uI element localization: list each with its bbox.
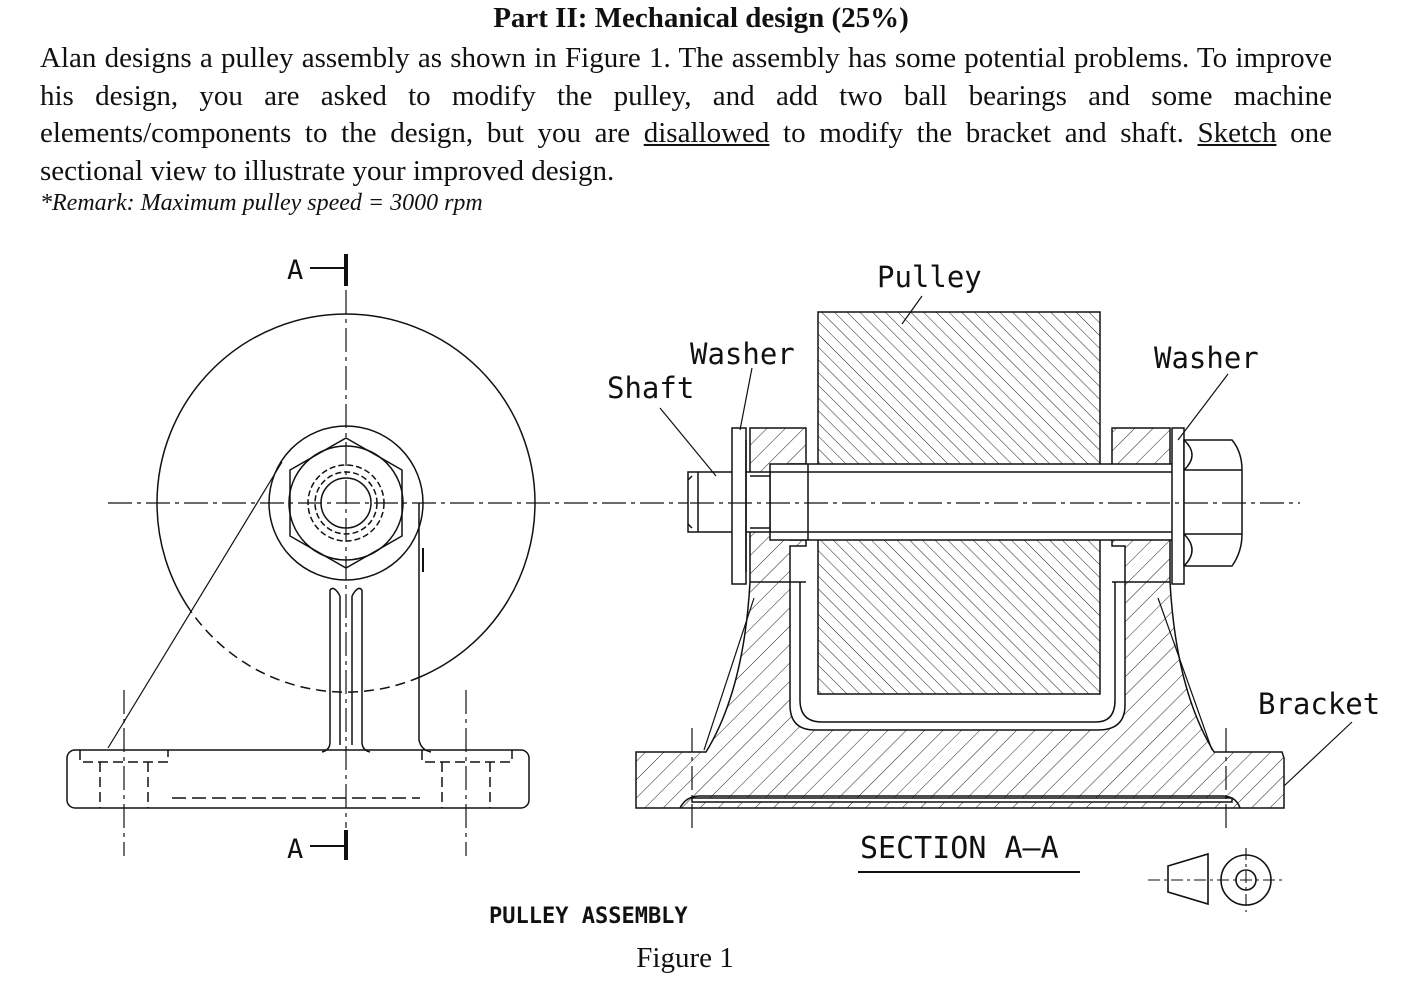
leader-pulley xyxy=(901,295,923,325)
thread-circle xyxy=(314,471,378,535)
washer-right xyxy=(1171,427,1185,585)
statement-text-1: Alan designs a pulley assembly as shown … xyxy=(40,42,1332,149)
leader-washer-right xyxy=(1177,373,1229,441)
projection-symbol-icon xyxy=(1148,848,1282,912)
section-marker-top: A xyxy=(287,255,303,286)
section-marker-bottom: A xyxy=(287,834,303,865)
speed-remark: *Remark: Maximum pulley speed = 3000 rpm xyxy=(40,190,483,216)
problem-statement: Alan designs a pulley assembly as shown … xyxy=(40,40,1332,190)
bracket-web xyxy=(321,590,331,753)
leader-boss-left xyxy=(107,461,283,749)
leader-bracket-left xyxy=(703,597,755,751)
front-view xyxy=(66,254,690,860)
label-bracket: Bracket xyxy=(1258,687,1380,721)
emphasis-sketch: Sketch xyxy=(1197,117,1277,149)
shaft xyxy=(769,463,1176,541)
label-washer-left: Washer xyxy=(690,337,795,371)
leader-washer-left xyxy=(739,367,753,431)
label-pulley: Pulley xyxy=(877,260,982,294)
pulley-hidden-arc xyxy=(189,609,421,693)
leader-shaft xyxy=(659,407,717,477)
pulley-outline-left xyxy=(156,502,191,611)
label-assembly-title: PULLEY ASSEMBLY xyxy=(489,904,688,929)
washer-left xyxy=(731,427,747,585)
nut-chamfer-circle xyxy=(288,445,404,561)
statement-text-3: one sectional view to illustrate your im… xyxy=(40,117,1332,187)
section-view xyxy=(635,295,1353,873)
emphasis-disallowed: disallowed xyxy=(643,117,770,149)
label-washer-right: Washer xyxy=(1154,341,1259,375)
shaft-threaded-end xyxy=(687,471,771,533)
pulley-outline-right xyxy=(419,502,536,678)
pulley-outline xyxy=(156,313,536,504)
label-shaft: Shaft xyxy=(607,371,694,405)
bracket-boss xyxy=(268,425,424,581)
statement-text-2: to modify the bracket and shaft. xyxy=(769,117,1198,149)
shaft-core-circle xyxy=(320,477,372,529)
figure-caption: Figure 1 xyxy=(636,942,734,974)
label-section-title: SECTION A–A xyxy=(860,831,1059,866)
leader-bracket-right xyxy=(1283,721,1353,787)
bracket-base xyxy=(66,749,530,809)
page-heading: Part II: Mechanical design (25%) xyxy=(493,2,909,34)
hex-nut xyxy=(289,437,403,569)
shaft-end-circle xyxy=(307,464,385,542)
